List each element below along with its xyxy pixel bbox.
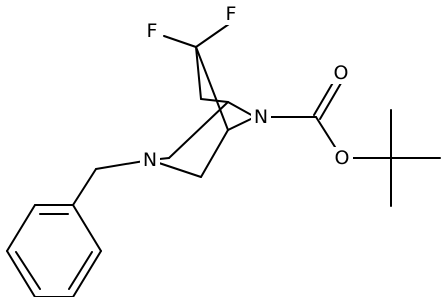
- fluorine-left-label: F: [147, 20, 158, 42]
- bond-ch2-bridgehead-top: [200, 98, 229, 103]
- benzyl-group: [6, 159, 151, 297]
- bond-bridgehead-top-ch2: [168, 101, 229, 159]
- bond-cf-right: [195, 23, 230, 48]
- bond-cf2-ch2: [195, 46, 202, 100]
- ring-inner-bond-2: [68, 251, 93, 290]
- nitrogen-bicyclic-label: N: [254, 106, 268, 128]
- bicyclic-core: [149, 46, 256, 178]
- bond-cf-left: [163, 35, 197, 48]
- bond-cf2-bridgehead-bottom: [195, 46, 229, 131]
- bond-bridgehead-top-n: [227, 101, 256, 118]
- ring-bond-1: [72, 204, 102, 252]
- boc-group: [254, 73, 441, 207]
- bond-benzyl-ch2-ring: [72, 168, 97, 206]
- oxygen-carbonyl-label: O: [334, 62, 349, 84]
- ring-inner-bond-3: [15, 251, 41, 290]
- bond-bridgehead-bottom-ch2: [200, 129, 229, 178]
- ring-bond-2: [72, 250, 102, 297]
- ring-bond-4: [6, 250, 36, 297]
- fluorine-right-label: F: [226, 3, 237, 25]
- bond-carbonyl-double-2: [319, 77, 345, 120]
- bond-bridgehead-bottom-n: [227, 116, 256, 131]
- difluoro-group: [163, 23, 230, 48]
- nitrogen-benzyl-label: N: [143, 149, 157, 171]
- ring-bond-5: [6, 204, 36, 252]
- oxygen-ester-label: O: [335, 147, 350, 169]
- atom-labels: F F N N O O: [140, 3, 353, 171]
